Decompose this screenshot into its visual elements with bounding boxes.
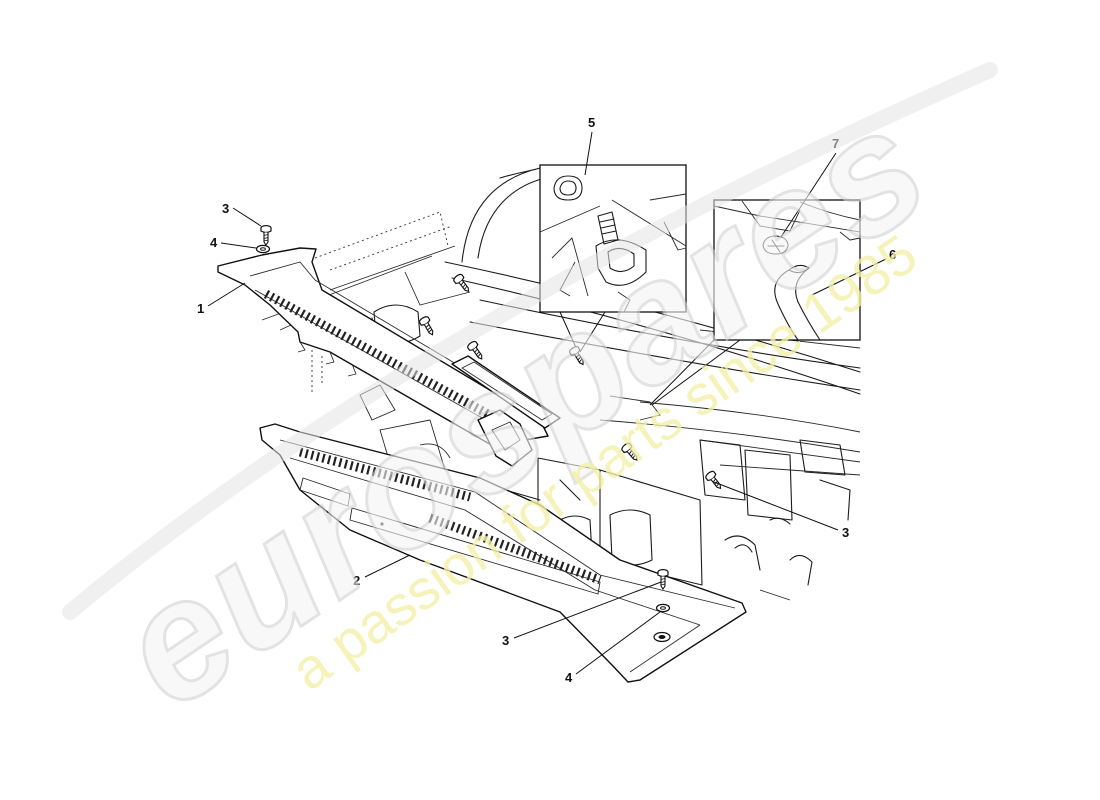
washer-icon xyxy=(655,603,671,613)
spindle-nut xyxy=(553,175,583,201)
callout-washer-bottom: 4 xyxy=(565,670,573,685)
lower-cowl-tab-strip xyxy=(349,507,601,595)
lower-cowl-panel xyxy=(259,423,747,683)
callout-washer-top-left: 4 xyxy=(210,235,218,250)
hose-clip xyxy=(762,235,789,255)
lower-cowl-vent-slots-row2 xyxy=(428,513,602,585)
upper-cowl-panel xyxy=(217,247,561,467)
spindle-housing xyxy=(595,211,647,286)
upper-cowl-end-bracket xyxy=(477,409,533,467)
screw-icon xyxy=(451,272,474,296)
lower-cowl-panel-inner-edge xyxy=(279,439,736,673)
spindle-bracket xyxy=(539,193,687,313)
lower-cowl-tab-left xyxy=(299,477,351,507)
callout-upper-cowl-panel: 1 xyxy=(197,301,204,316)
inset-wiper-spindle-pointer xyxy=(559,311,606,353)
inset-washer-hose-pointer xyxy=(649,339,741,406)
lower-cowl-mounting-hole-center xyxy=(658,635,666,639)
callout-wiper-spindle: 5 xyxy=(588,115,595,130)
upper-cowl-bracket-detail xyxy=(491,421,521,451)
inset-washer-hose-body xyxy=(713,200,861,241)
callout-lower-cowl-panel: 2 xyxy=(353,573,360,588)
inset-washer-hose xyxy=(649,199,861,406)
callout-screw-bottom: 3 xyxy=(502,633,509,648)
inset-washer-hose-frame xyxy=(713,199,861,341)
lower-cowl-vent-slots-row1 xyxy=(298,447,472,502)
screw-icon xyxy=(260,225,272,246)
watermark-brand: eurospares xyxy=(86,70,959,744)
upper-cowl-filter-opening xyxy=(451,355,561,429)
callout-screw-top-left: 3 xyxy=(222,201,229,216)
hoses-right xyxy=(724,439,851,586)
watermark-swoosh xyxy=(62,62,998,620)
engine-box xyxy=(504,457,703,586)
windscreen-pillar xyxy=(461,167,546,263)
washer-icon xyxy=(255,244,271,254)
callout-washer-hose: 6 xyxy=(889,247,896,262)
washer-hose xyxy=(774,264,821,341)
callout-leaders xyxy=(207,131,887,675)
lower-cowl-hole xyxy=(380,522,384,526)
upper-cowl-vent-slots xyxy=(263,290,491,418)
screw-icon xyxy=(703,469,726,493)
screw-icon xyxy=(417,314,438,338)
callout-screw-right: 3 xyxy=(842,525,849,540)
upper-cowl-filter-grid xyxy=(461,361,553,421)
cowl-lower-edge xyxy=(599,395,861,463)
